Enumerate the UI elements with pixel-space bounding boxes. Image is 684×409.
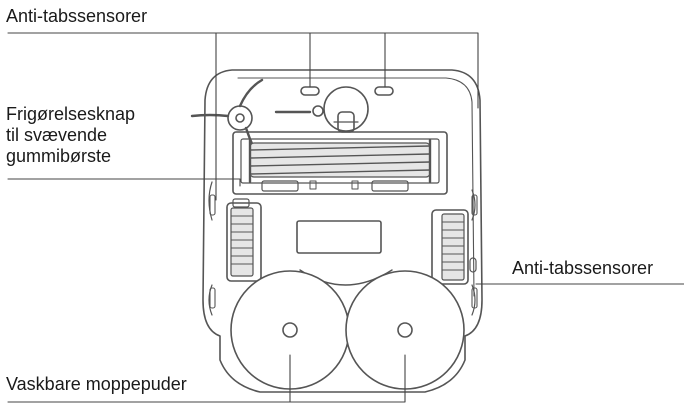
mop-pad-right-hub <box>398 323 412 337</box>
left-side-slot-2 <box>210 288 215 308</box>
cliff-sensor-top-left <box>301 87 319 95</box>
side-brush-arm-2 <box>192 115 228 116</box>
right-side-bump <box>472 190 475 315</box>
left-drive-wheel <box>231 208 253 276</box>
left-wheel-tread <box>231 216 253 264</box>
omni-wheel-housing <box>324 87 368 131</box>
label-cliff-sensors-right: Anti-tabssensorer <box>512 258 654 278</box>
robot-body-inner-line <box>238 78 474 296</box>
brush-guard-clip-1 <box>310 181 316 189</box>
right-wheel-tread <box>442 222 464 270</box>
robot-body-outline <box>203 70 482 392</box>
cliff-sensor-top-right <box>375 87 393 95</box>
label-plate <box>297 221 381 253</box>
cliff-sensor-right <box>470 258 476 272</box>
side-brush-hub <box>228 106 252 130</box>
leader-lines <box>8 33 684 402</box>
label-release-button: Frigørelsesknap til svævende gummibørste <box>6 104 135 167</box>
right-drive-wheel-housing <box>432 210 468 284</box>
left-side-slot <box>210 195 215 215</box>
side-brush-arm-1 <box>240 80 262 106</box>
left-drive-wheel-housing <box>227 203 261 281</box>
label-cliff-sensors-top: Anti-tabssensorer <box>6 6 148 26</box>
brush-latch-right <box>372 181 408 191</box>
roller-brush-blades <box>250 146 430 174</box>
left-side-bump <box>209 182 212 315</box>
label-release-line-2: til svævende <box>6 125 108 145</box>
brush-bay-outer <box>233 132 447 194</box>
leader-mop-pads <box>8 355 405 402</box>
brush-bay-inner <box>241 139 439 183</box>
label-release-line-1: Frigørelsesknap <box>6 104 136 124</box>
mop-pad-left-hub <box>283 323 297 337</box>
small-sensor <box>313 106 323 116</box>
brush-guard-clip-2 <box>352 181 358 189</box>
leader-release-button <box>8 179 240 186</box>
label-mop-pads: Vaskbare moppepuder <box>6 374 187 394</box>
left-wheel-cap <box>233 199 249 207</box>
side-brush-center <box>236 114 244 122</box>
leader-cliff-top <box>8 33 478 200</box>
brush-latch-left <box>262 181 298 191</box>
right-side-slot <box>472 195 477 215</box>
label-release-line-3: gummibørste <box>6 146 112 166</box>
right-side-slot-2 <box>472 288 477 308</box>
